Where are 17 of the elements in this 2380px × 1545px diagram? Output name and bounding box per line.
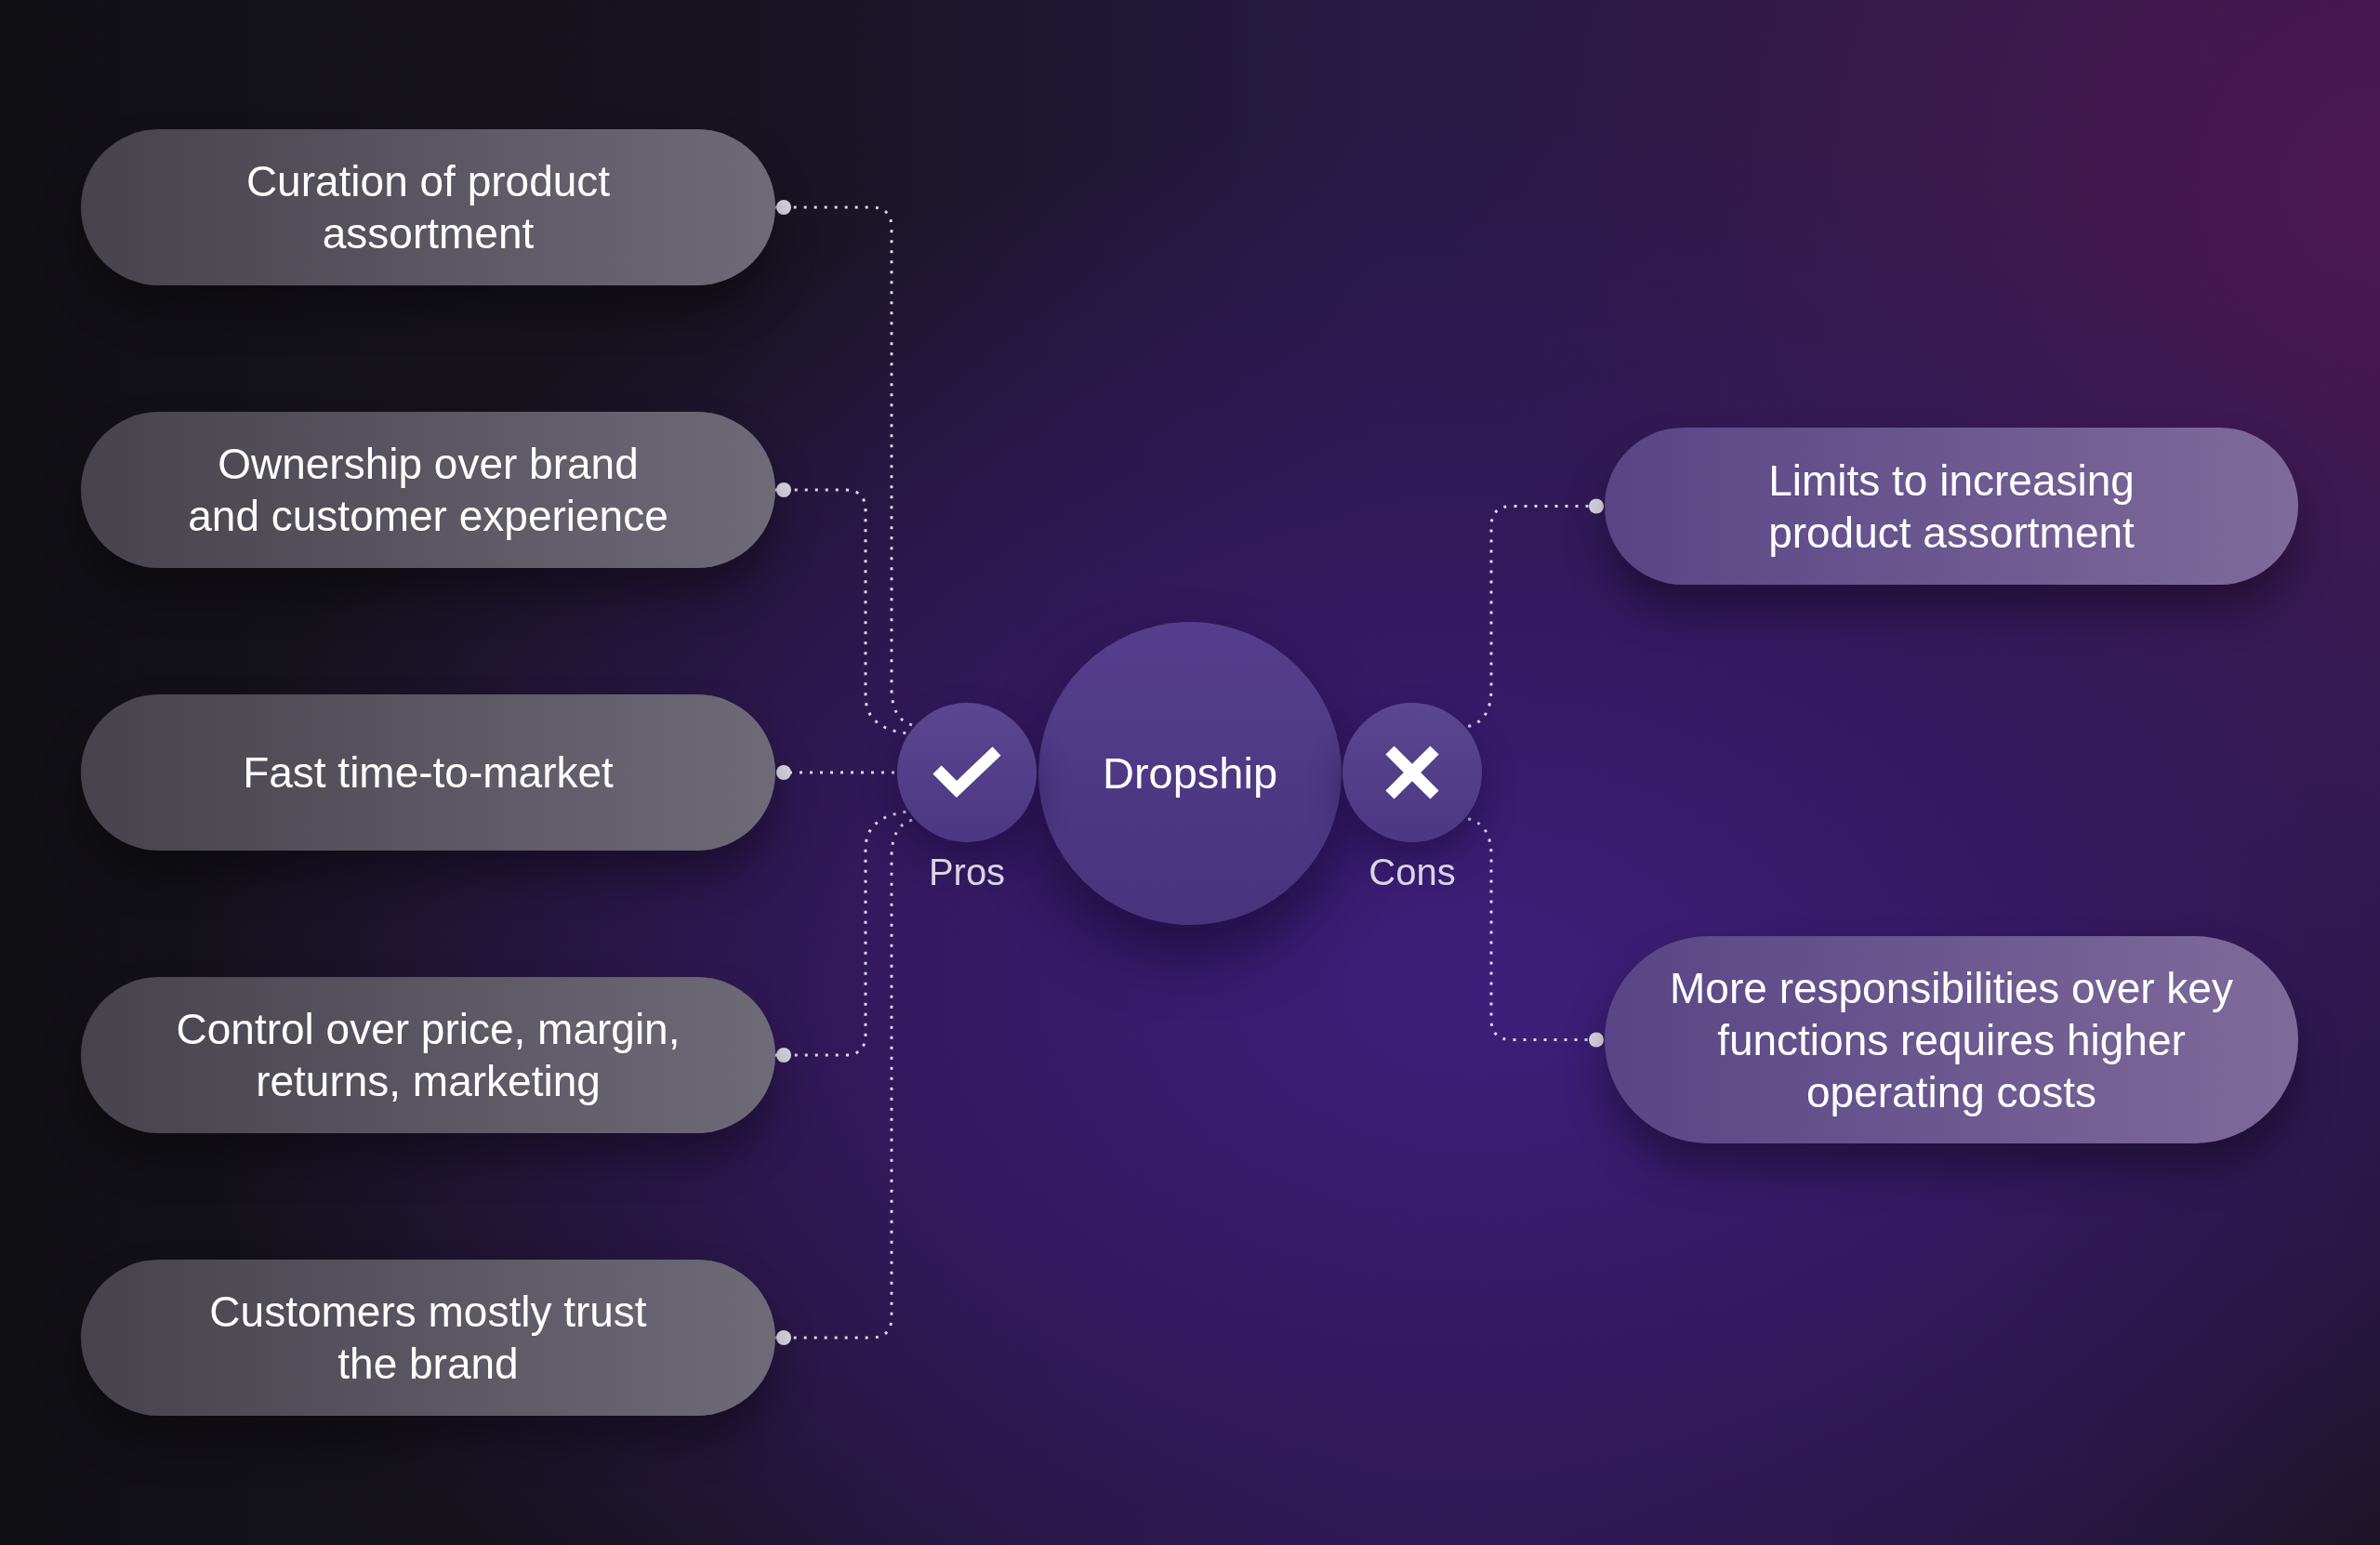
dotted-connector — [775, 765, 894, 780]
dotted-connector — [1467, 817, 1605, 1048]
dotted-connector — [775, 200, 913, 727]
item-label: More responsibilities over key functions requires higher operating costs — [1669, 962, 2234, 1118]
item-label: Customers mostly trust the brand — [208, 1287, 648, 1390]
item-label: Fast time-to-market — [243, 747, 614, 799]
disc-caption: Cons — [1368, 851, 1456, 894]
item-label: Ownership over brand and customer experience — [187, 439, 669, 542]
dotted-connector — [775, 482, 906, 735]
center-label: Dropship — [1102, 747, 1278, 799]
item-label: Limits to increasing product assortment — [1767, 455, 2135, 559]
dotted-connector — [775, 818, 913, 1345]
disc-caption: Pros — [928, 851, 1006, 894]
item-label: Curation of product assortment — [245, 156, 612, 259]
item-label: Control over price, margin, returns, marketing — [175, 1004, 681, 1107]
dotted-connector — [1467, 498, 1605, 728]
dotted-connector — [775, 810, 906, 1063]
